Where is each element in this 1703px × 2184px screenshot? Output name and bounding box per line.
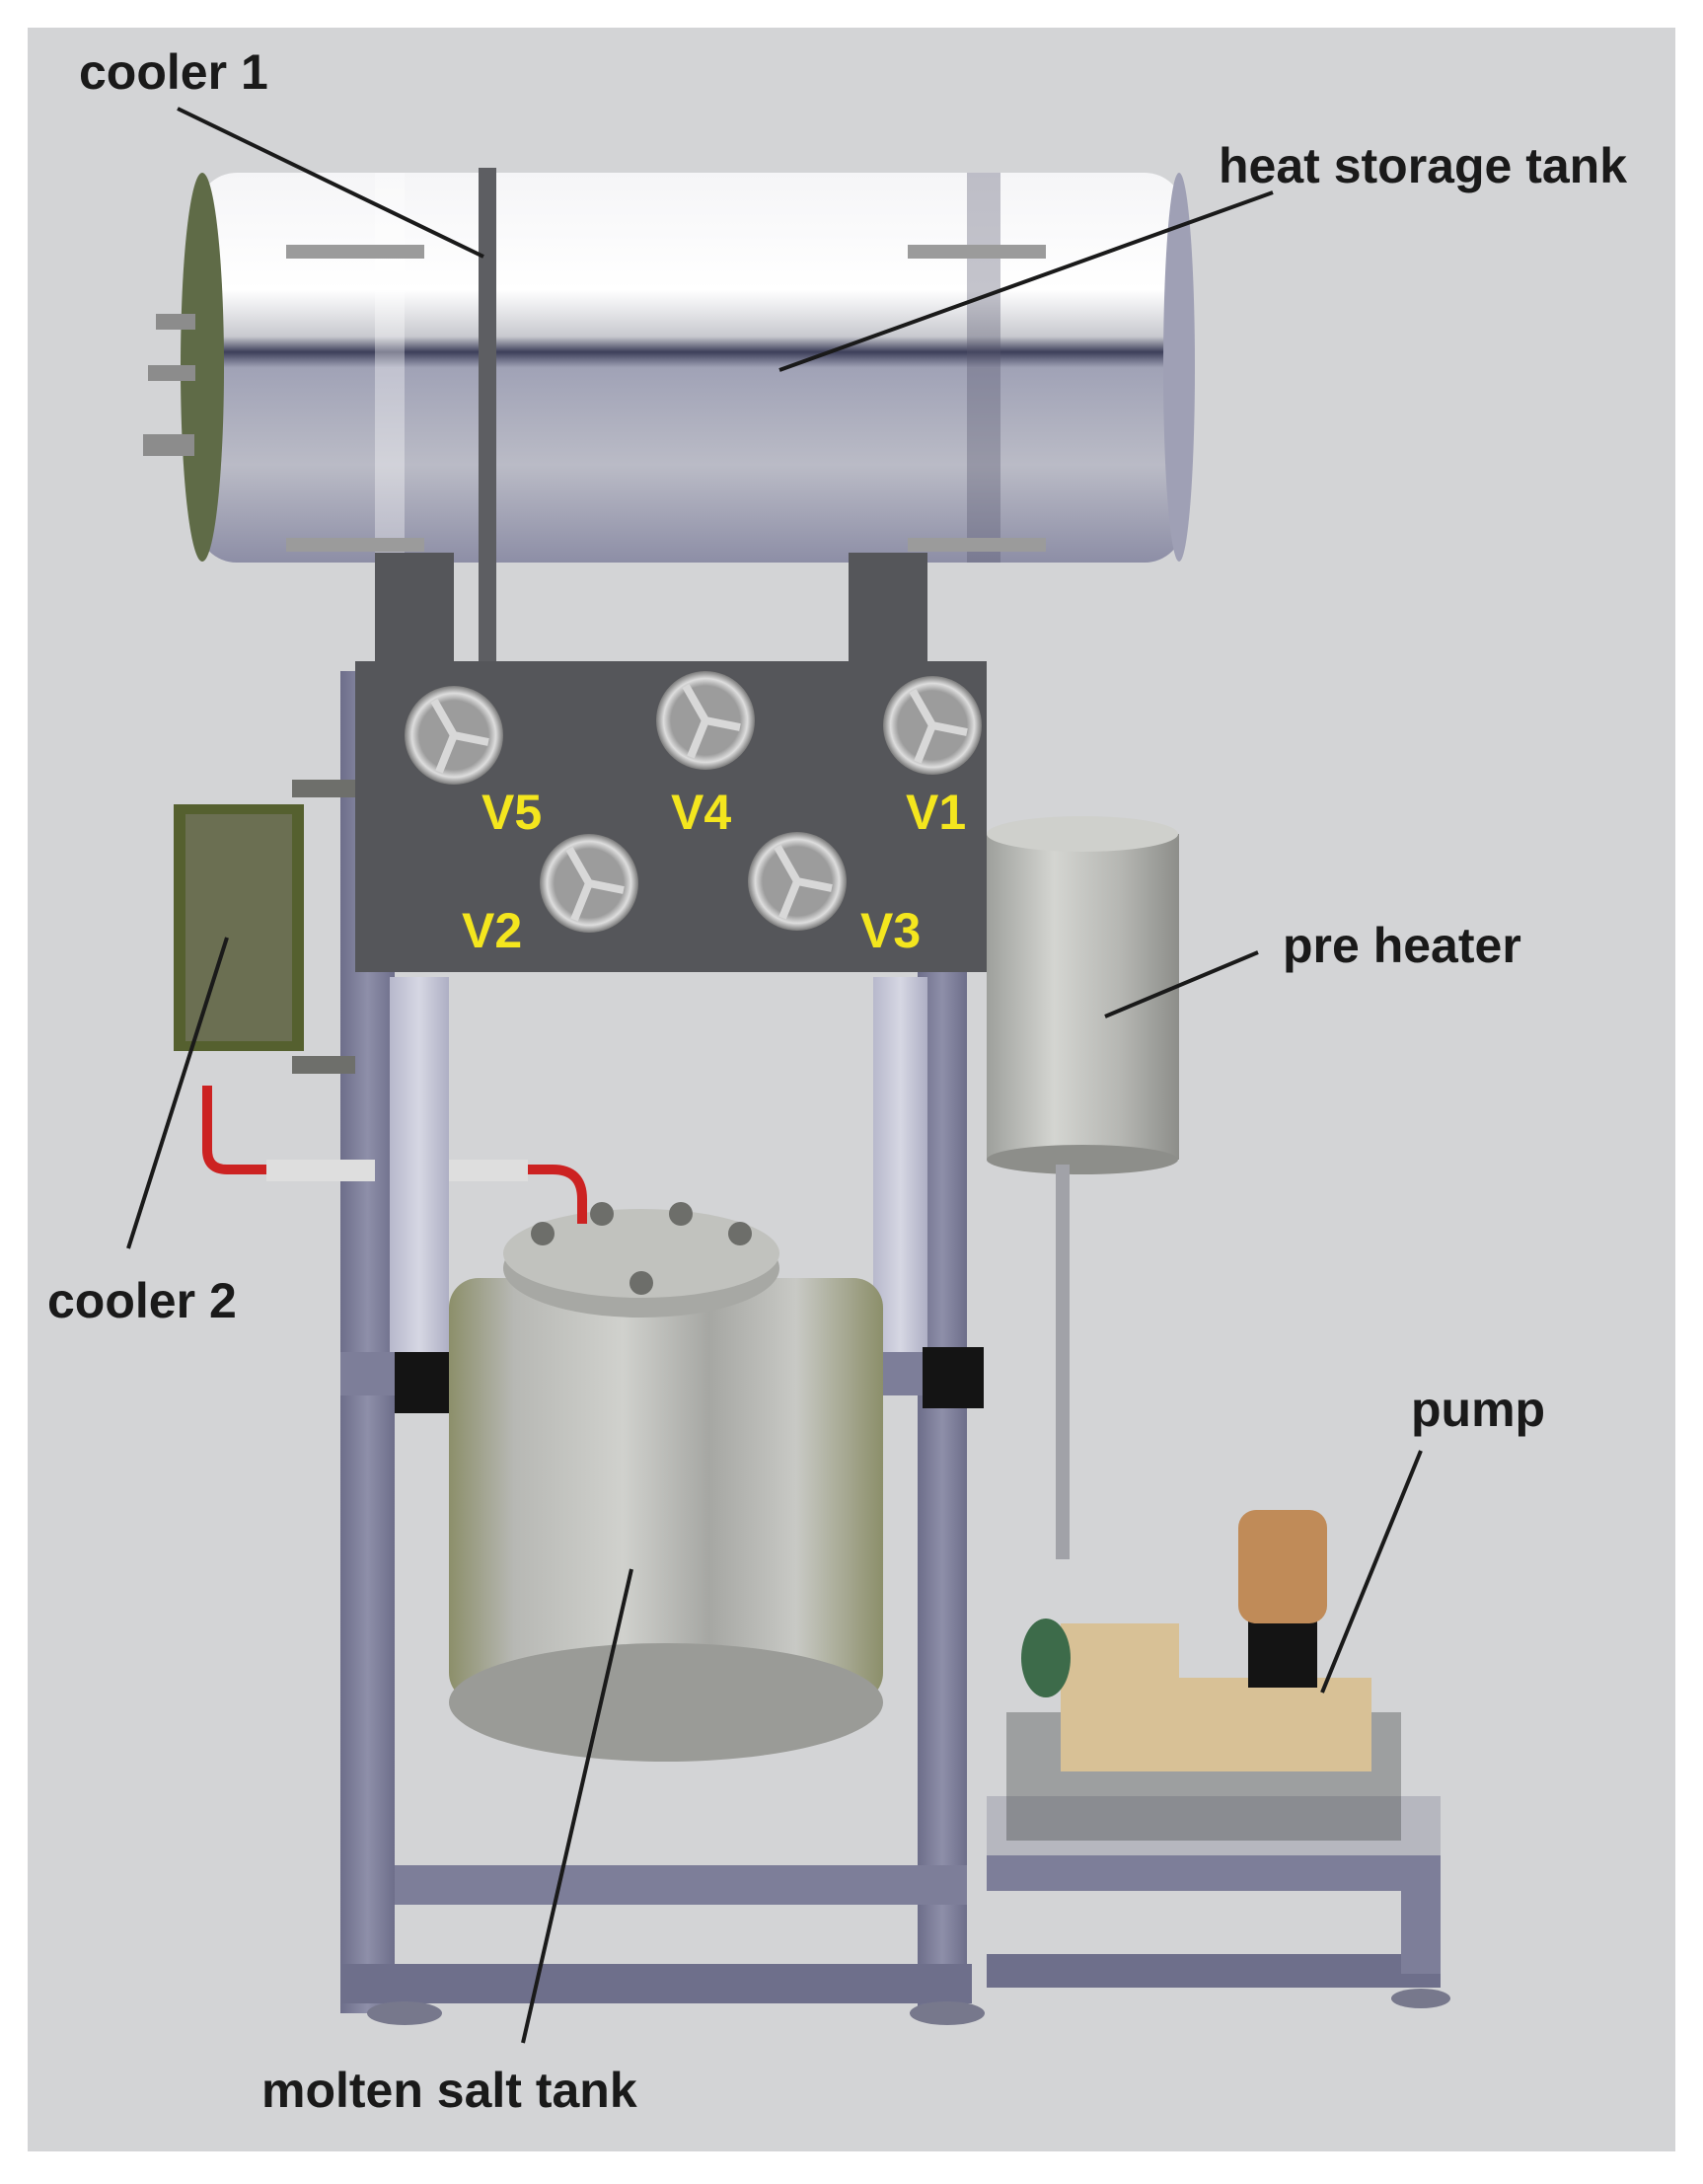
label-pump: pump (1411, 1382, 1545, 1437)
valve-wheel-v2 (540, 834, 638, 933)
leader-cooler-1 (177, 107, 484, 259)
label-cooler-2: cooler 2 (47, 1273, 237, 1328)
valve-label-v3: V3 (860, 903, 921, 958)
valve-wheel-v1 (883, 676, 982, 775)
label-cooler-1: cooler 1 (79, 44, 268, 100)
leader-cooler-2 (126, 937, 229, 1249)
pump (1006, 1510, 1401, 1841)
leader-molten-salt-tank (521, 1568, 633, 2044)
label-pre-heater: pre heater (1283, 918, 1521, 973)
heat-storage-tank (143, 173, 1195, 563)
valve-label-v2: V2 (462, 903, 522, 958)
valve-label-v4: V4 (671, 785, 731, 840)
leader-heat-storage-tank (778, 190, 1274, 372)
valve-label-v1: V1 (906, 785, 966, 840)
tank-support-left (375, 553, 454, 671)
leader-pre-heater (1104, 950, 1259, 1018)
molten-salt-tank (449, 1202, 883, 1762)
tank-support-right (849, 553, 927, 671)
cooler-2 (174, 780, 587, 1224)
valve-wheel-v5 (405, 686, 503, 785)
valve-label-v5: V5 (481, 785, 542, 840)
label-heat-storage-tank: heat storage tank (1219, 138, 1627, 193)
label-molten-salt-tank: molten salt tank (261, 2063, 637, 2118)
leader-pump (1320, 1450, 1423, 1694)
pre-heater (987, 816, 1179, 1559)
valve-wheel-v4 (656, 671, 755, 770)
support-frame (340, 671, 1450, 2025)
valve-wheel-v3 (748, 832, 847, 931)
cooler-1 (479, 168, 496, 661)
